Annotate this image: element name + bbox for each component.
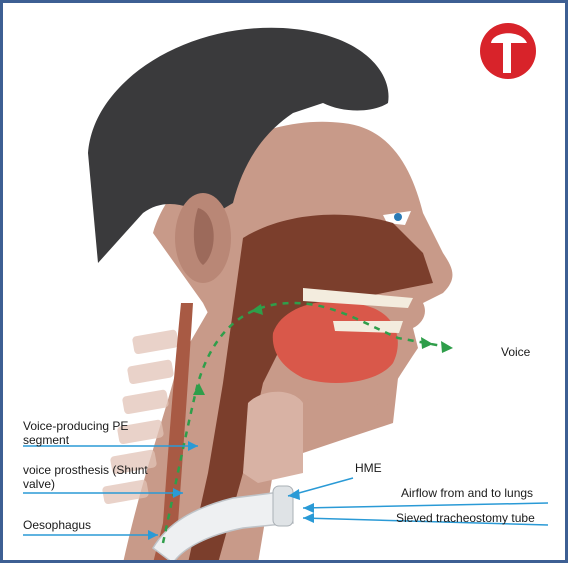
red-circle-logo-icon: [480, 23, 536, 79]
voice-prosthesis-label: voice prosthesis (Shunt valve): [23, 463, 163, 491]
iris: [394, 213, 402, 221]
hme-label: HME: [355, 461, 382, 475]
pe-segment-label: Voice-producing PE segment: [23, 419, 163, 447]
larynx: [243, 392, 303, 483]
airflow-label: Airflow from and to lungs: [401, 486, 533, 500]
sieved-tube-label: Sieved tracheostomy tube: [396, 511, 535, 525]
voice-label: Voice: [501, 345, 530, 359]
oesophagus-label: Oesophagus: [23, 518, 91, 532]
tongue: [273, 301, 398, 383]
hme-cap: [273, 486, 293, 526]
